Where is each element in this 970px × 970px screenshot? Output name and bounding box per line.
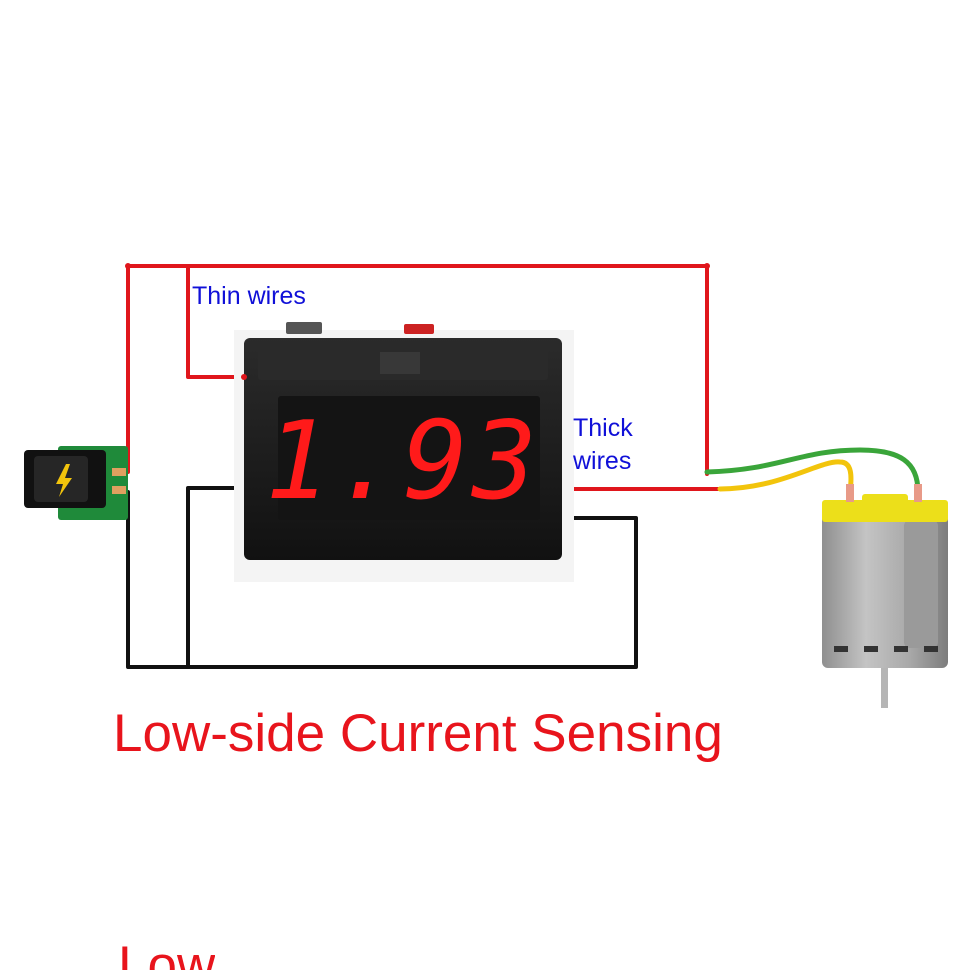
dc-motor-icon	[822, 484, 948, 708]
negative-wires	[126, 486, 638, 669]
cut-off-title: Low	[118, 936, 216, 970]
red-wire-top	[126, 264, 709, 476]
black-wire-thin-sense	[186, 486, 246, 669]
voltmeter-icon: 1.93	[234, 322, 574, 582]
thin-wires-label: Thin wires	[192, 282, 306, 310]
junctions	[125, 263, 710, 380]
lightning-icon	[56, 464, 72, 497]
red-wire-thin-sense	[186, 264, 246, 379]
thick-wires-label-line-2: wires	[573, 447, 632, 475]
black-wire-main	[126, 490, 638, 669]
motor-wire-yellow	[717, 459, 854, 495]
meter-reading: 1.93	[265, 399, 541, 524]
motor-wire-green	[704, 447, 921, 495]
diagram-title: Low-side Current Sensing	[113, 704, 723, 763]
thick-wires-label: Thick wires	[573, 412, 633, 478]
positive-wires	[126, 264, 722, 491]
power-jack-icon	[24, 446, 128, 520]
thick-wires-label-line-1: Thick	[573, 414, 633, 442]
